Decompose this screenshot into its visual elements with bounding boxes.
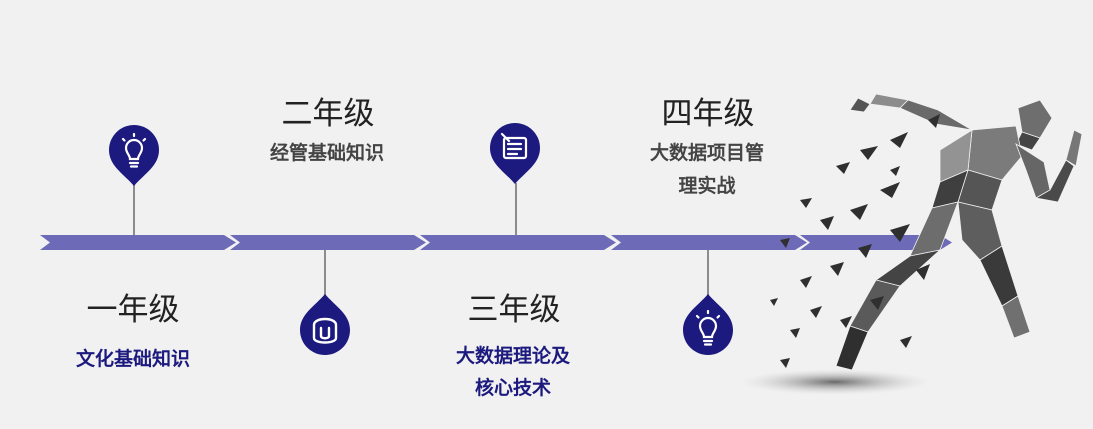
book-icon (312, 317, 338, 344)
grade-2-desc: 经管基础知识 (269, 142, 384, 164)
lightbulb-icon (121, 132, 147, 168)
timeline-arrow-segment (611, 235, 807, 250)
document-icon (500, 132, 528, 160)
grade-1-desc: 文化基础知识 (75, 348, 190, 370)
grade-4-title: 四年级 (661, 96, 755, 132)
timeline-arrow-segment (800, 235, 952, 250)
grade-3-title: 三年级 (467, 292, 561, 328)
timeline-arrow-segment (230, 235, 426, 250)
grade-2-title: 二年级 (281, 96, 375, 132)
grade-3-desc-line-2: 核心技术 (474, 377, 551, 399)
pin-grade-3 (490, 122, 540, 184)
pin-grade-2 (300, 294, 350, 356)
particle-shards (770, 114, 940, 368)
stem-2 (324, 250, 326, 295)
timeline-arrow-segment (40, 235, 236, 250)
pin-grade-4 (683, 294, 733, 356)
grade-4-desc-line-1: 大数据项目管 (649, 142, 764, 164)
timeline-arrow-segment (420, 235, 616, 250)
stem-1 (133, 185, 135, 235)
stem-4 (707, 250, 709, 295)
grade-3-desc-line-1: 大数据理论及 (455, 345, 570, 367)
grade-4-desc-line-2: 理实战 (678, 175, 736, 197)
running-man-illustration (740, 93, 1083, 395)
stem-3 (515, 183, 517, 235)
grade-1-title: 一年级 (86, 292, 180, 328)
lightbulb-icon (695, 309, 721, 346)
pin-grade-1 (109, 124, 159, 186)
runner-figure (835, 93, 1083, 371)
ground-shadow (740, 369, 930, 395)
